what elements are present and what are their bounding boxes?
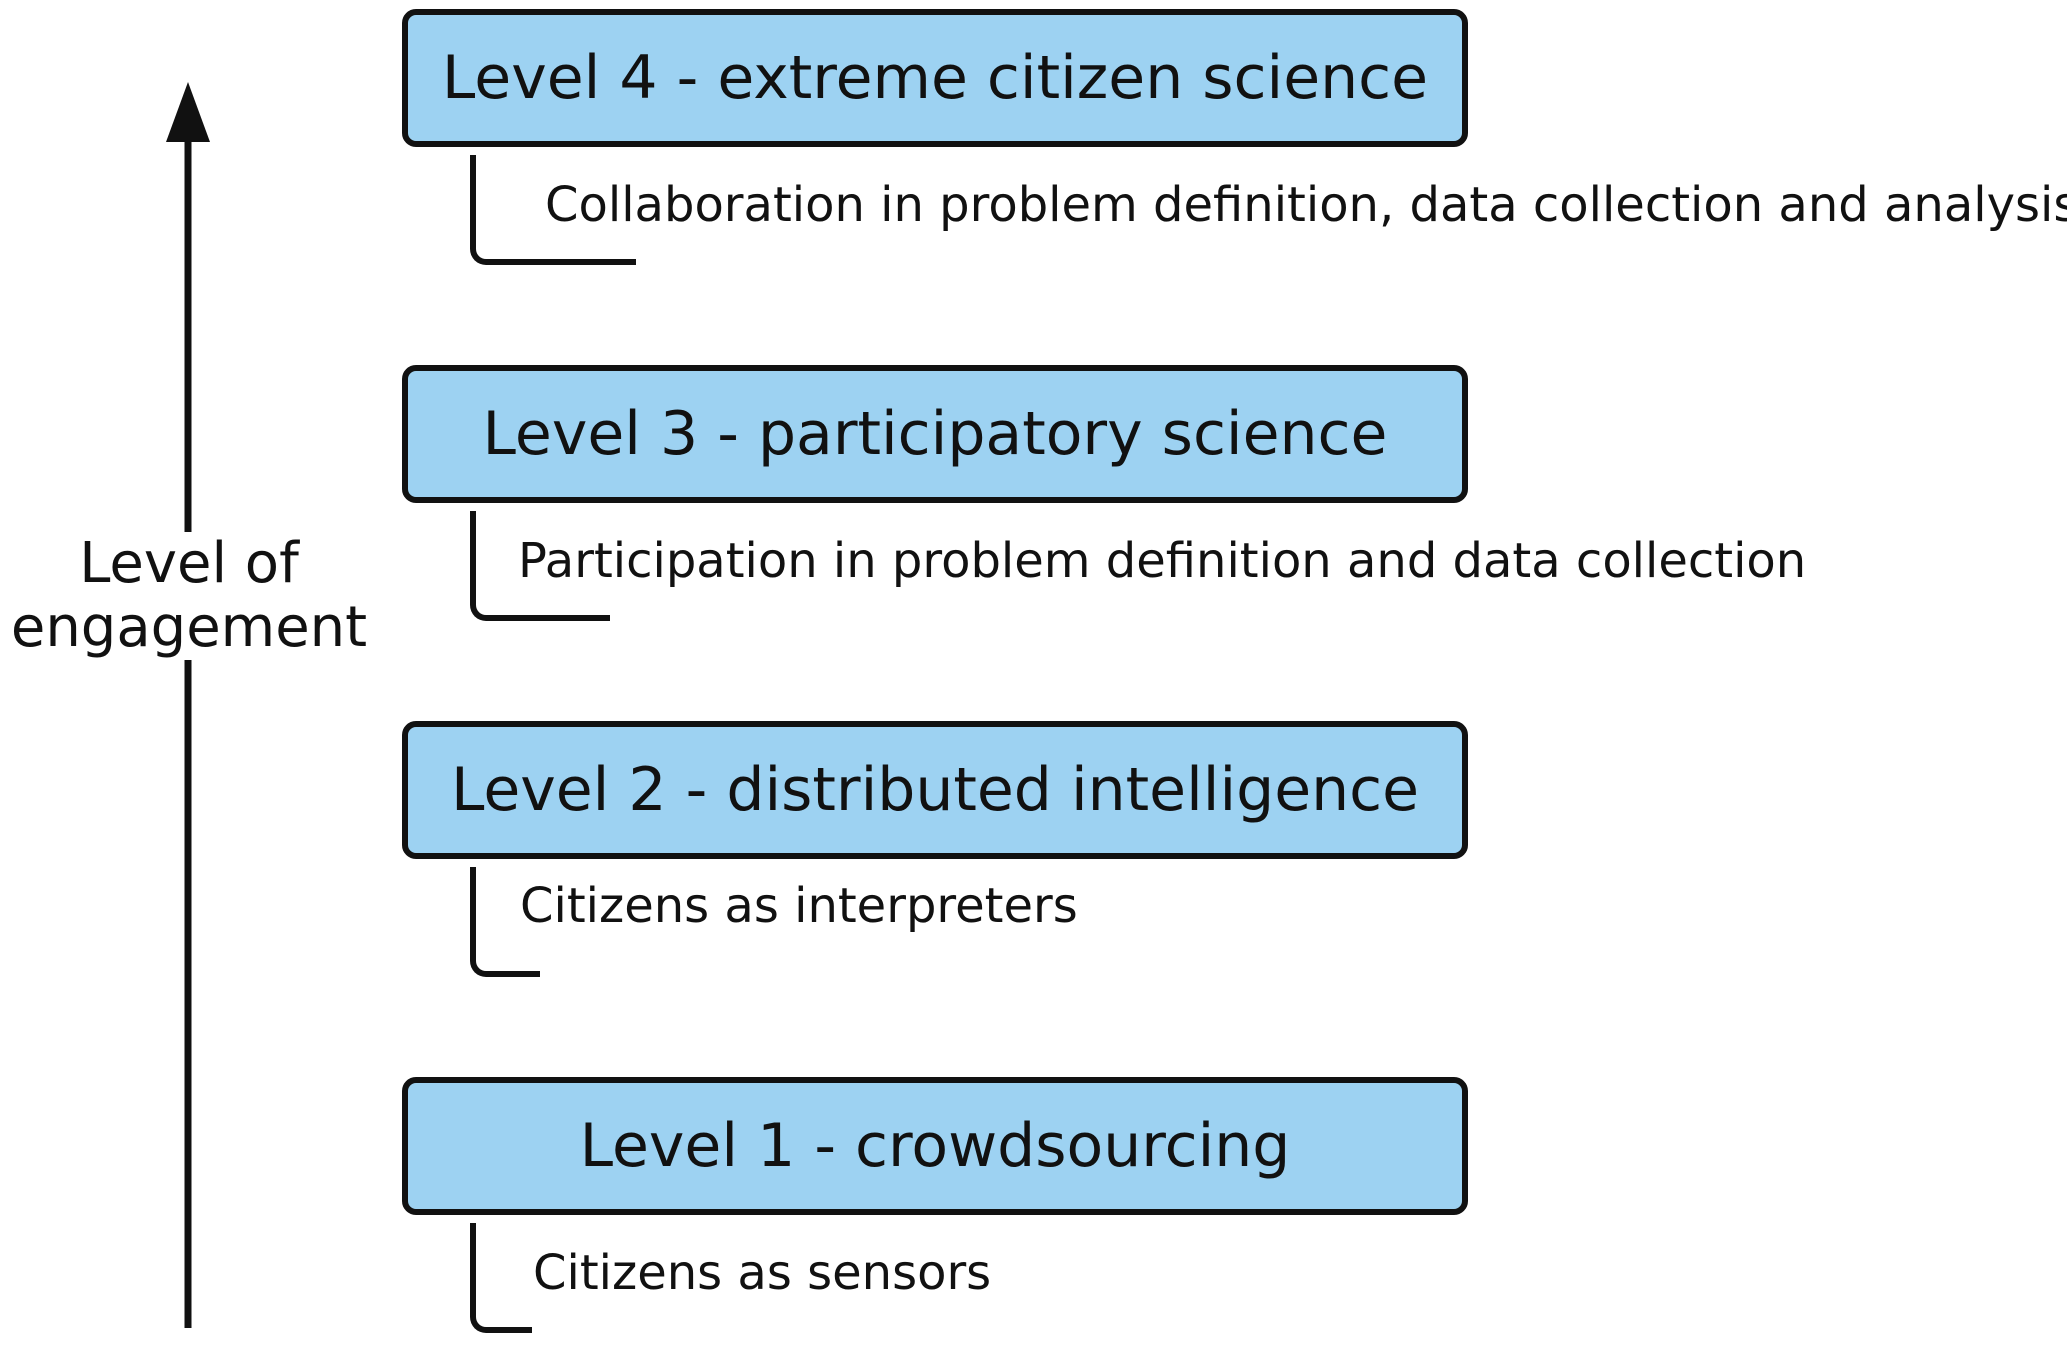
level-3-description: Participation in problem definition and … xyxy=(518,533,1807,589)
level-4-bracket xyxy=(470,155,636,265)
axis-arrowhead xyxy=(166,82,210,142)
level-2-bracket xyxy=(470,867,540,977)
level-1-box: Level 1 - crowdsourcing xyxy=(402,1077,1468,1215)
level-3-title: Level 3 - participatory science xyxy=(482,399,1388,469)
level-4-box: Level 4 - extreme citizen science xyxy=(402,9,1468,147)
level-2-title: Level 2 - distributed intelligence xyxy=(450,755,1420,825)
level-4-description: Collaboration in problem definition, dat… xyxy=(545,177,2067,233)
level-3-bracket xyxy=(470,511,610,621)
engagement-axis: Level of engagement xyxy=(0,0,400,1342)
level-3-box: Level 3 - participatory science xyxy=(402,365,1468,503)
level-1-bracket xyxy=(470,1223,532,1333)
axis-label-line2: engagement xyxy=(10,595,368,660)
axis-label-line1: Level of xyxy=(79,531,299,596)
axis-arrow xyxy=(166,82,210,1328)
level-2-description: Citizens as interpreters xyxy=(520,878,1078,934)
level-1-title: Level 1 - crowdsourcing xyxy=(579,1111,1291,1181)
level-1-description: Citizens as sensors xyxy=(533,1245,992,1301)
axis-label: Level of engagement xyxy=(0,532,378,660)
level-4-title: Level 4 - extreme citizen science xyxy=(441,43,1429,113)
level-2-box: Level 2 - distributed intelligence xyxy=(402,721,1468,859)
